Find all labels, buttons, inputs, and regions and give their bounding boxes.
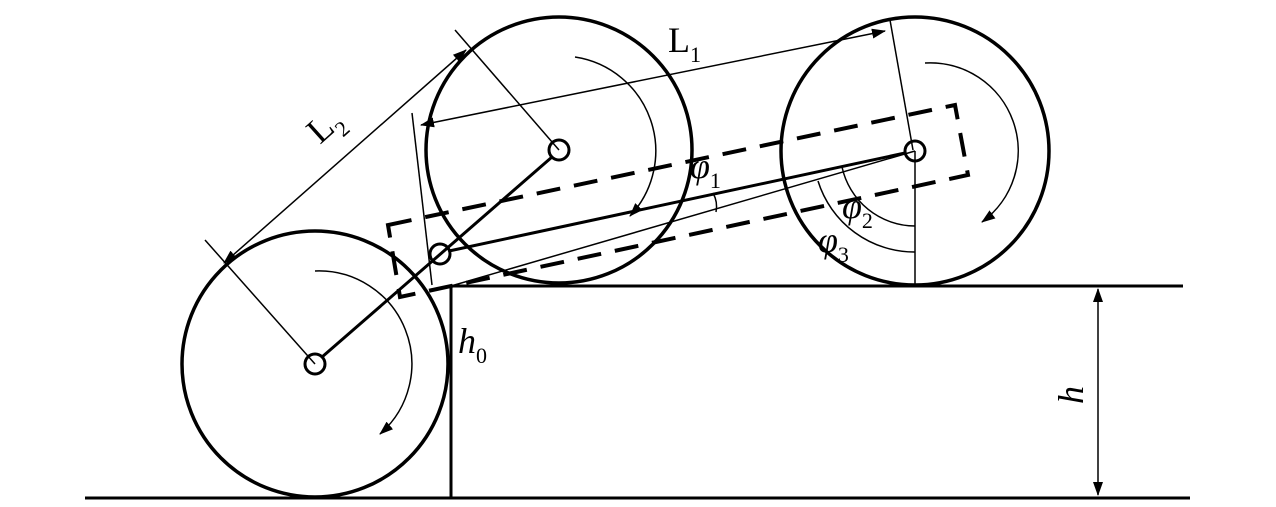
middle-wheel-rotation-arrow (574, 56, 657, 217)
l2-dimension-arrow (223, 49, 467, 264)
front-wheel-rotation-arrow (924, 62, 1019, 223)
body-frame-dashed (385, 102, 971, 300)
phi2-arc (841, 166, 916, 227)
l2-ext-top (454, 29, 560, 151)
label-l1: L1 (668, 20, 701, 67)
l2-ext-bottom (204, 239, 316, 365)
terrain (85, 284, 1190, 500)
main-beam (448, 151, 906, 253)
phi3-line (450, 150, 916, 287)
l1-ext-right (889, 19, 914, 151)
label-phi1: φ1 (690, 146, 721, 193)
angle-arcs (712, 166, 916, 253)
label-h0: h0 (458, 321, 487, 368)
phi1-arc (712, 192, 718, 213)
label-h: h (1051, 386, 1091, 404)
label-l2: L2 (299, 99, 355, 156)
l1-ext-left (411, 112, 433, 286)
label-phi3: φ3 (818, 220, 849, 267)
wheels (180, 15, 1051, 499)
l1-dimension-arrow (420, 28, 886, 128)
rotation-arrows (314, 56, 1019, 435)
rocker-arm (321, 155, 553, 359)
label-phi2: φ2 (842, 186, 873, 233)
rear-wheel-rotation-arrow (314, 270, 413, 435)
phi3-arc (817, 180, 916, 253)
